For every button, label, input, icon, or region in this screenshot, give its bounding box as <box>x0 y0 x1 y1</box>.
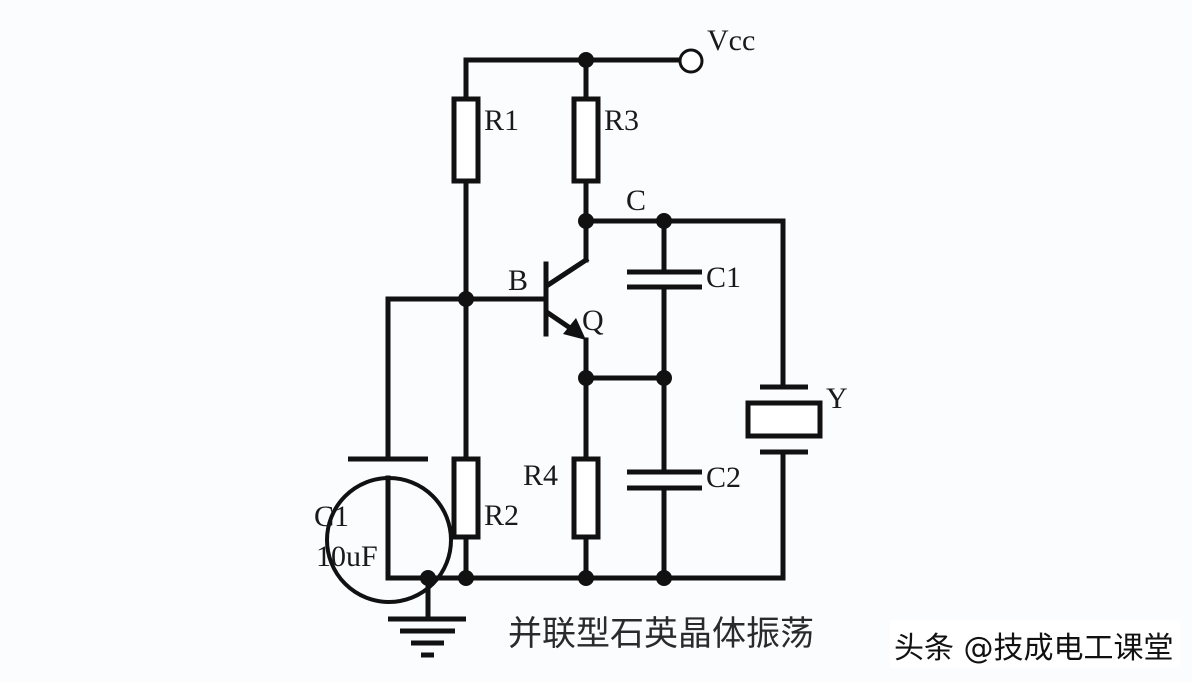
vcc-terminal <box>678 48 704 74</box>
resistor-r3 <box>571 96 601 184</box>
c2-label: C2 <box>706 461 741 494</box>
resistor-r1 <box>451 96 481 184</box>
crystal-label: Y <box>826 382 848 415</box>
c1-electrolytic-label: C1 <box>314 500 349 533</box>
transistor-label: Q <box>582 304 604 337</box>
r3-label: R3 <box>604 104 639 137</box>
junction-dot <box>578 570 594 586</box>
junction-dot <box>656 570 672 586</box>
resistor-r2 <box>451 456 481 540</box>
resistor-r4 <box>571 456 601 540</box>
r4-label: R4 <box>523 459 558 492</box>
vcc-label: Vcc <box>707 24 755 57</box>
junction-dot <box>458 570 474 586</box>
ground-icon <box>388 575 466 658</box>
c1-value-label: 10uF <box>316 540 378 573</box>
emitter-arrow-icon <box>563 318 586 340</box>
c-node-label: C <box>626 184 646 217</box>
crystal-y <box>745 400 823 439</box>
watermark: 头条 @技成电工课堂 <box>894 631 1174 666</box>
diagram-title: 并联型石英晶体振荡 <box>508 614 814 654</box>
b-node-label: B <box>508 264 528 297</box>
c1-label: C1 <box>706 261 741 294</box>
c1-c2-junction-dot <box>656 370 672 386</box>
r2-label: R2 <box>484 499 519 532</box>
watermark-background <box>890 620 1180 668</box>
transistor-collector-leg <box>544 256 590 289</box>
r1-label: R1 <box>484 104 519 137</box>
